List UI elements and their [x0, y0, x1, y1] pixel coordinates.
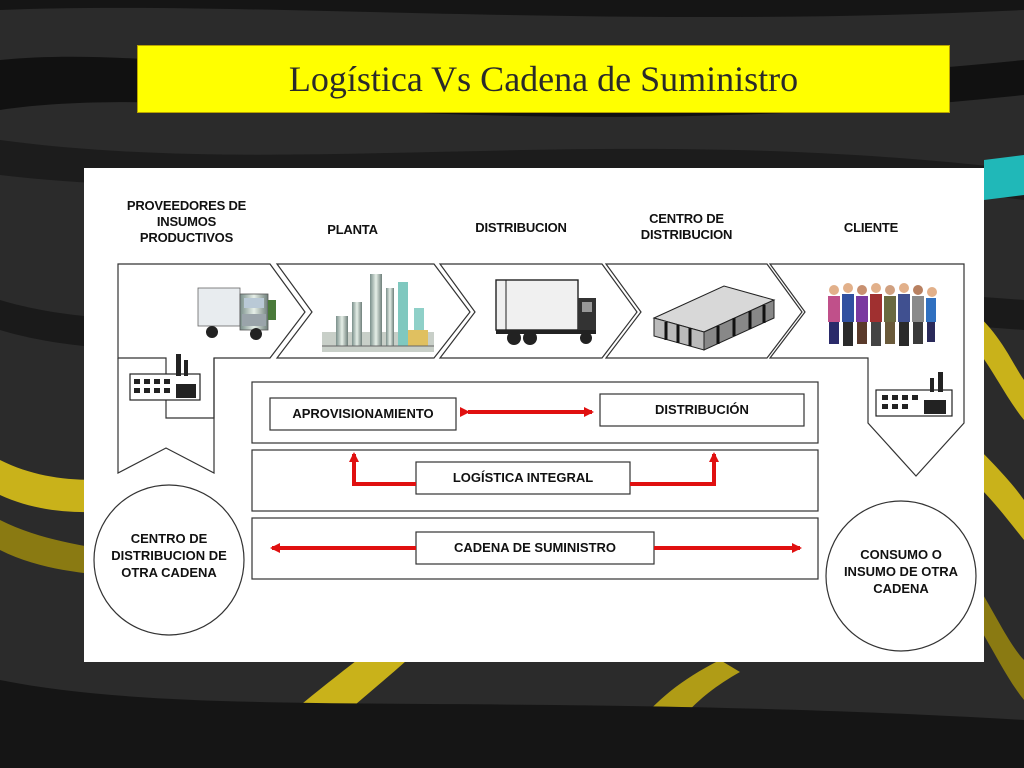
- row-aprovisionamiento-distribucion: [251, 381, 819, 444]
- circle-label-right: CONSUMO O INSUMO DE OTRA CADENA: [843, 547, 959, 596]
- diagram-panel: PROVEEDORES DE INSUMOS PRODUCTIVOS PLANT…: [84, 168, 984, 662]
- factory-small-icon-right: [875, 372, 953, 417]
- label-distribucion: DISTRIBUCIÓN: [655, 402, 749, 417]
- arrow-logistica-left: [349, 452, 416, 486]
- label-logistica: LOGÍSTICA INTEGRAL: [452, 470, 594, 485]
- stage-shape-proveedores-tab: [117, 358, 215, 474]
- warehouse-icon: [652, 285, 776, 351]
- title-bar: Logística Vs Cadena de Suministro: [137, 45, 950, 113]
- stage-label-proveedores: PROVEEDORES DE INSUMOS PRODUCTIVOS: [126, 198, 247, 245]
- stage-shape-centro: [604, 263, 803, 359]
- stage-shape-cliente: [768, 263, 965, 477]
- stage-label-centro: CENTRO DE DISTRIBUCION: [640, 211, 733, 242]
- label-aprovisionamiento: APROVISIONAMIENTO: [292, 406, 434, 421]
- stage-label-planta: PLANTA: [327, 222, 378, 237]
- stage-shape-planta: [275, 263, 471, 359]
- circle-label-left: CENTRO DE DISTRIBUCION DE OTRA CADENA: [111, 531, 227, 580]
- stage-label-distribucion: DISTRIBUCION: [475, 220, 567, 235]
- slide-title: Logística Vs Cadena de Suministro: [288, 59, 799, 99]
- factory-small-icon-left: [129, 354, 201, 401]
- trailer-truck-icon: [495, 279, 596, 345]
- row-logistica: [251, 449, 819, 512]
- arrow-logistica-right: [630, 452, 719, 486]
- factory-plant-icon: [322, 274, 434, 352]
- box-aprovisionamiento: [269, 397, 457, 431]
- label-cadena: CADENA DE SUMINISTRO: [453, 540, 617, 555]
- circle-left: [93, 484, 245, 636]
- circle-right: [825, 500, 977, 652]
- truck-icon: [197, 287, 276, 340]
- row-cadena: [251, 517, 819, 580]
- people-group-icon: [828, 283, 937, 346]
- box-cadena: [415, 531, 655, 565]
- box-distribucion: [599, 393, 805, 427]
- stage-label-cliente: CLIENTE: [843, 220, 899, 235]
- box-logistica: [415, 461, 631, 495]
- stage-shape-distribucion: [438, 263, 638, 359]
- supply-chain-diagram: [93, 263, 977, 652]
